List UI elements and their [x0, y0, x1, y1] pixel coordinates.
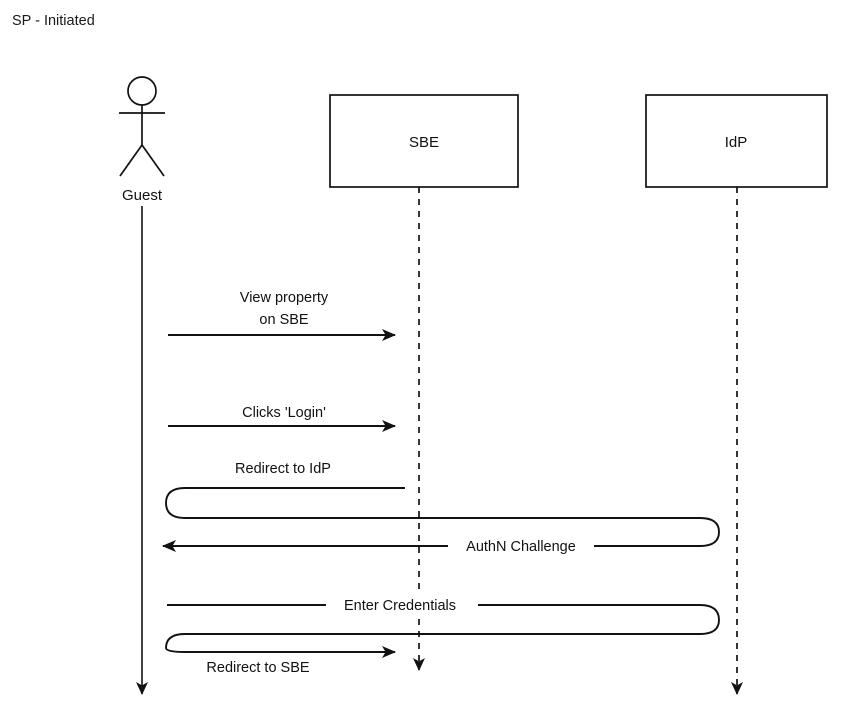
message-label-line2: on SBE [259, 312, 308, 328]
message-redirect-to-sbe[interactable]: Redirect to SBE [165, 633, 396, 676]
message-path-3 [165, 487, 700, 519]
message-enter-credentials[interactable]: Enter Credentials [167, 593, 720, 635]
message-label-line1: Redirect to SBE [206, 660, 309, 676]
message-label-backdrop [448, 534, 594, 556]
message-path-4 [162, 517, 720, 552]
participant-box-sbe[interactable] [329, 94, 519, 188]
participant-guest[interactable]: Guest [119, 76, 165, 204]
message-authn-challenge[interactable]: AuthN Challenge [162, 517, 720, 556]
message-path-5 [167, 604, 720, 635]
actor-stick-figure-icon [119, 76, 165, 177]
message-label-line1: AuthN Challenge [466, 539, 576, 555]
message-view-property-on-sbe[interactable]: View property on SBE [168, 290, 396, 341]
participant-label-guest: Guest [122, 187, 163, 204]
message-clicks-login[interactable]: Clicks 'Login' [168, 405, 396, 432]
message-redirect-to-idp[interactable]: Redirect to IdP [165, 461, 700, 519]
message-label-line1: Enter Credentials [344, 598, 456, 614]
participant-box-idp[interactable] [645, 94, 828, 188]
message-label-line1: Clicks 'Login' [242, 405, 326, 421]
message-label-backdrop [326, 593, 478, 615]
participant-label-sbe: SBE [409, 134, 439, 151]
message-path-6 [165, 633, 396, 658]
participant-label-idp: IdP [725, 134, 748, 151]
message-label-line1: View property [240, 290, 329, 306]
message-label-line1: Redirect to IdP [235, 461, 331, 477]
diagram-title: SP - Initiated [12, 13, 95, 29]
participant-sbe[interactable]: SBE [329, 94, 519, 188]
participant-idp[interactable]: IdP [645, 94, 828, 188]
